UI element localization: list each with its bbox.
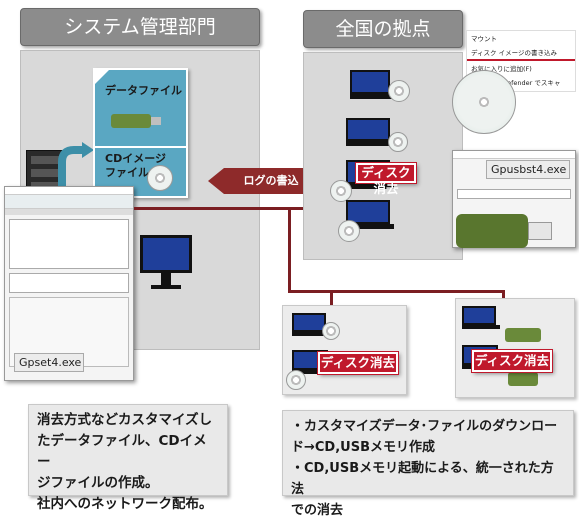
laptop-icon (346, 118, 394, 148)
log-write-arrow: ログの書込 (208, 168, 318, 194)
right-desc-line: での消去 (291, 503, 344, 518)
laptop-icon (462, 306, 500, 332)
left-header: システム管理部門 (20, 8, 260, 46)
cd-disc-icon (286, 370, 306, 390)
cd-disc-icon (322, 322, 340, 340)
cd-disc-icon (388, 80, 410, 102)
menu-item-defender[interactable]: Windows Defender でスキャ (471, 79, 561, 87)
cd-disc-icon (388, 132, 408, 152)
cd-disc-icon (338, 220, 360, 242)
right-header: 全国の拠点 (303, 10, 463, 48)
gpset4-caption: Gpset4.exe (14, 353, 84, 372)
usb-drive-icon (505, 328, 541, 342)
data-file-label: データファイル (105, 84, 182, 97)
usb-drive-icon (508, 372, 538, 386)
usb-drive-icon (456, 214, 528, 248)
right-desc-line: ・カスタマイズデータ･ファイルのダウンロー (291, 419, 558, 434)
log-write-label: ログの書込 (224, 168, 318, 194)
menu-item-mount[interactable]: マウント (471, 35, 497, 43)
disk-erase-badge: ディスク消去 (318, 352, 398, 374)
gpset4-window (4, 186, 134, 381)
laptop-icon (346, 200, 394, 232)
network-line (134, 207, 321, 210)
cd-image-label: CDイメージ (105, 152, 166, 165)
left-desc-line: 消去方式などカスタマイズし (37, 412, 213, 428)
gpusbst4-caption: Gpusbst4.exe (486, 160, 570, 179)
network-line (502, 290, 505, 305)
disk-erase-badge: ディスク消去 (356, 163, 416, 196)
menu-item-favorites[interactable]: お気に入りに追加(F) (471, 65, 532, 73)
left-desc-line: たデータファイル、CDイメー (37, 433, 207, 470)
desktop-monitor-icon (140, 235, 192, 297)
left-desc-line: 社内へのネットワーク配布。 (37, 496, 213, 512)
right-desc-line: ・CD,USBメモリ起動による、統一された方法 (291, 461, 554, 497)
cd-disc-icon (452, 70, 516, 134)
laptop-icon (350, 70, 394, 102)
flow-arrow-icon (54, 140, 94, 190)
cd-image-label-2: ファイル (105, 166, 149, 179)
network-line (330, 290, 333, 305)
file-panel: データファイル CDイメージ ファイル (93, 68, 188, 198)
disk-erase-badge: ディスク消去 (472, 350, 552, 372)
left-description: 消去方式などカスタマイズし たデータファイル、CDイメー ジファイルの作成。 社… (28, 404, 228, 512)
left-desc-line: ジファイルの作成。 (37, 475, 159, 491)
cd-disc-icon (147, 165, 173, 191)
right-description: ・カスタマイズデータ･ファイルのダウンロー ド→CD,USBメモリ作成 ・CD,… (282, 410, 574, 518)
network-line (288, 210, 291, 292)
right-desc-line: ド→CD,USBメモリ作成 (291, 440, 435, 455)
laptop-icon (292, 313, 330, 339)
menu-item-write-image[interactable]: ディスク イメージの書き込み (467, 45, 575, 61)
usb-drive-icon (111, 114, 151, 128)
network-line (288, 290, 503, 293)
cd-disc-icon (330, 180, 352, 202)
